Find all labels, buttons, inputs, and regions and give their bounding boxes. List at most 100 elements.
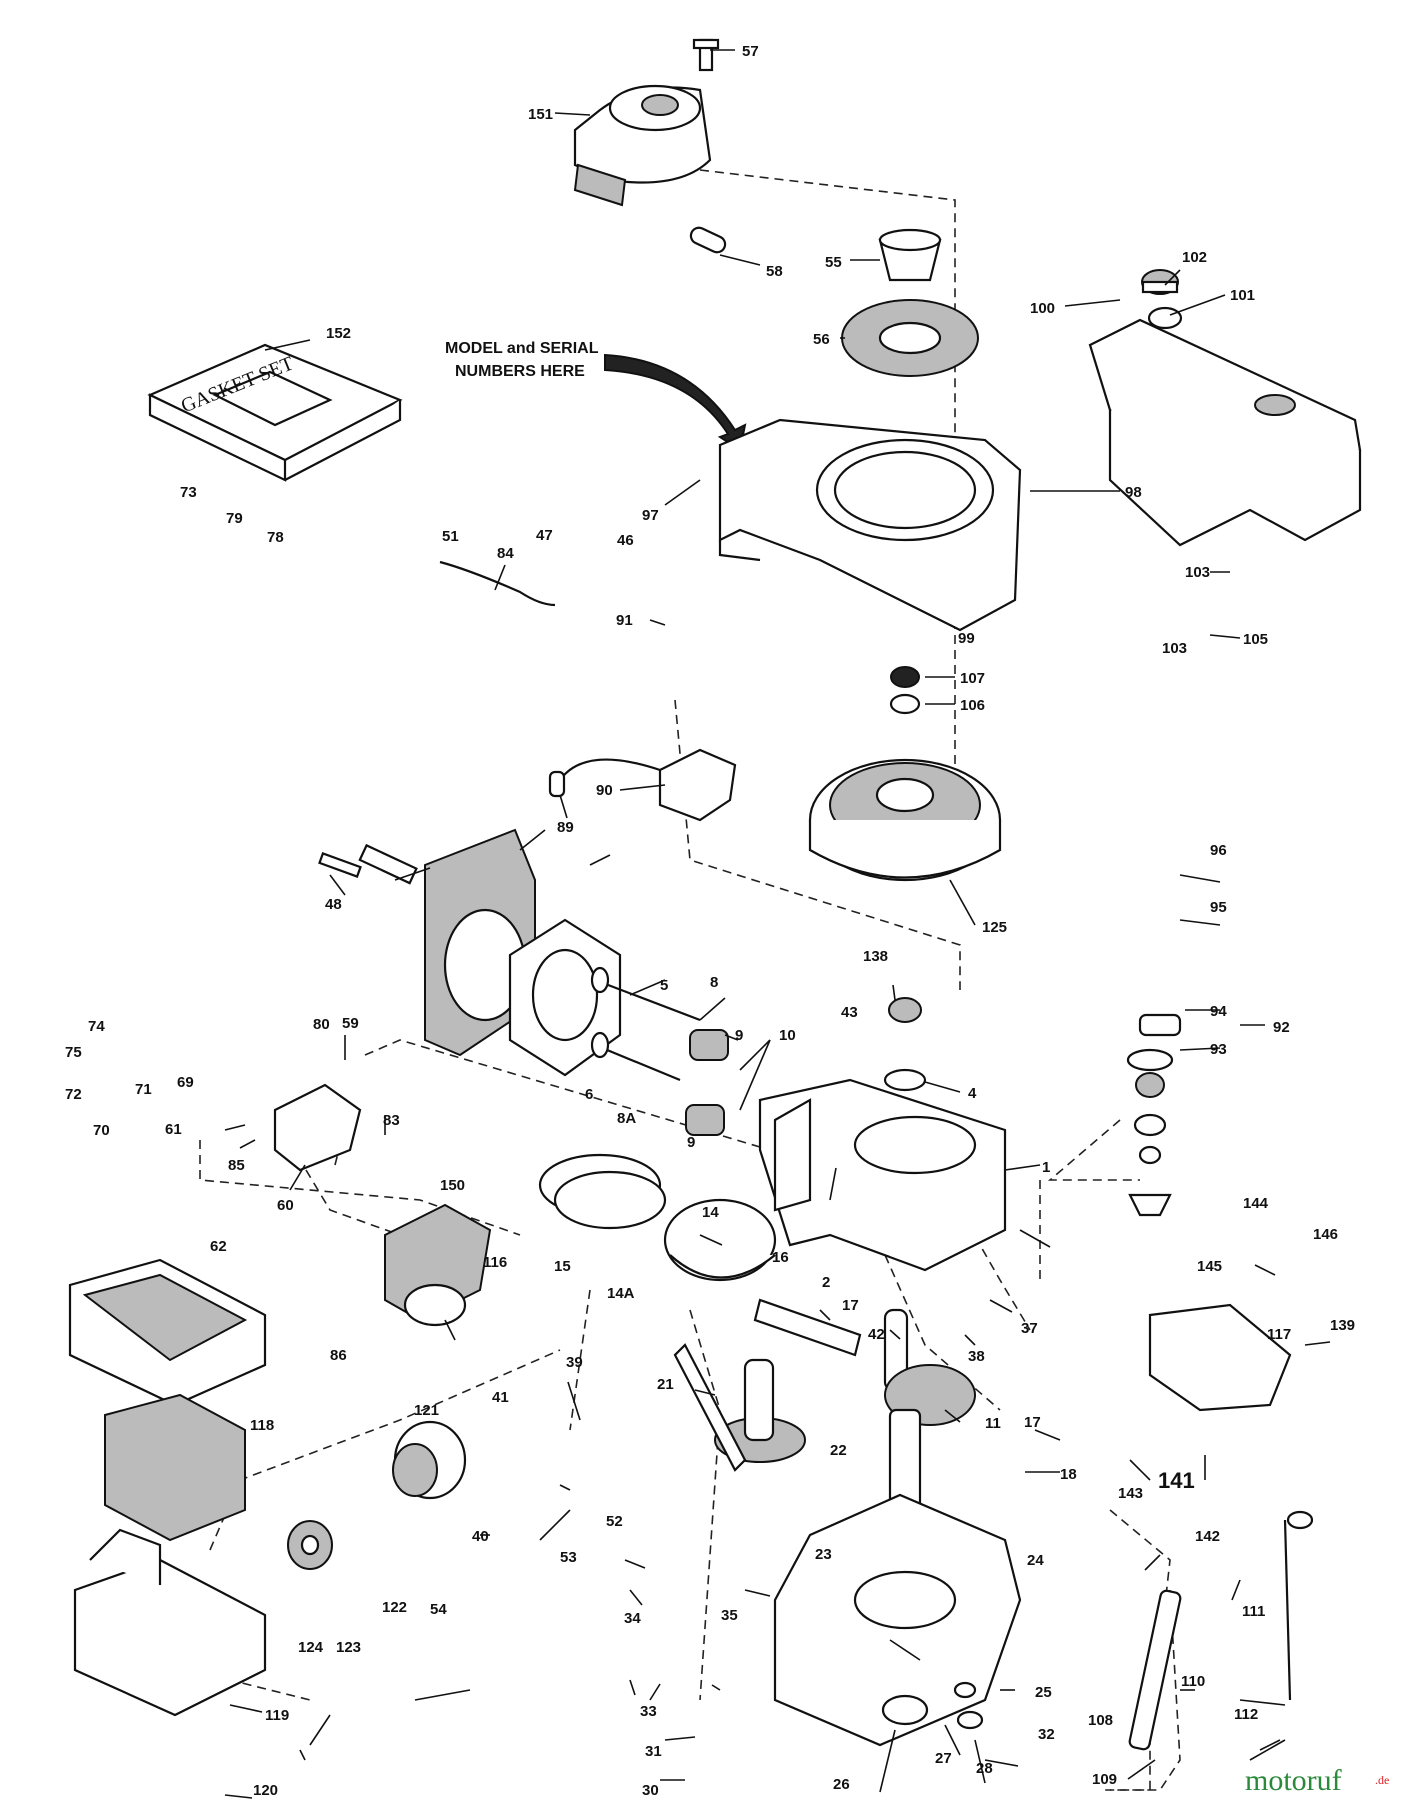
callout-48: 48 — [325, 896, 342, 913]
watermark: motoruf .de — [1245, 1764, 1389, 1797]
callout-5: 5 — [660, 977, 668, 994]
callout-10: 10 — [779, 1027, 796, 1044]
callout-125: 125 — [982, 919, 1007, 936]
callout-75: 75 — [65, 1044, 82, 1061]
callout-89: 89 — [557, 819, 574, 836]
callout-42: 42 — [868, 1326, 885, 1343]
callout-35: 35 — [721, 1607, 738, 1624]
callout-31: 31 — [645, 1743, 662, 1760]
plug-28 — [956, 1710, 984, 1730]
callout-144: 144 — [1243, 1195, 1269, 1212]
callout-24: 24 — [1027, 1552, 1044, 1569]
callout-78: 78 — [267, 529, 284, 546]
callout-17: 17 — [842, 1297, 859, 1314]
callout-16: 16 — [772, 1249, 789, 1266]
callout-28: 28 — [976, 1760, 993, 1777]
cylinder-head-47 — [424, 828, 536, 1057]
callout-71: 71 — [135, 1081, 152, 1098]
callout-56: 56 — [813, 331, 830, 348]
callout-90: 90 — [596, 782, 613, 799]
head-gasket-46 — [508, 918, 622, 1077]
callout-6: 6 — [585, 1086, 593, 1103]
callout-70: 70 — [93, 1122, 110, 1139]
nut-107 — [890, 666, 920, 688]
carburetor-150 — [384, 1203, 492, 1327]
callout-41: 41 — [492, 1389, 509, 1406]
callout-55: 55 — [825, 254, 842, 271]
callout-14: 14 — [702, 1204, 719, 1221]
callout-39: 39 — [566, 1354, 583, 1371]
callout-27: 27 — [935, 1750, 952, 1767]
air-cleaner-base-119 — [73, 1528, 267, 1717]
callout-4: 4 — [968, 1085, 977, 1102]
callout-8A: 8A — [617, 1110, 636, 1127]
callout-150: 150 — [440, 1177, 465, 1194]
primer-parts-92 — [1126, 1013, 1182, 1217]
callout-9: 9 — [687, 1134, 695, 1151]
callout-117: 117 — [1267, 1326, 1291, 1343]
blower-housing-98 — [718, 418, 1022, 632]
filter-element-118 — [104, 1393, 246, 1542]
callout-34: 34 — [624, 1610, 641, 1627]
sump-24 — [773, 1493, 1022, 1747]
seal-26 — [881, 1694, 929, 1726]
callout-142: 142 — [1195, 1528, 1220, 1545]
callout-151: 151 — [528, 106, 553, 123]
dipstick-tube-108 — [1128, 1589, 1182, 1751]
note-line-2: NUMBERS HERE — [455, 363, 585, 380]
bolt-57 — [692, 38, 720, 72]
callout-46: 46 — [617, 532, 634, 549]
callout-139: 139 — [1330, 1317, 1355, 1334]
valve-spring-9 — [689, 1029, 729, 1061]
callout-25: 25 — [1035, 1684, 1052, 1701]
control-bracket-141 — [1148, 1303, 1292, 1412]
callout-95: 95 — [1210, 899, 1227, 916]
callout-37: 37 — [1021, 1320, 1038, 1337]
callout-105: 105 — [1243, 631, 1268, 648]
cup-55 — [878, 228, 942, 282]
washer-27 — [953, 1681, 977, 1699]
callout-26: 26 — [833, 1776, 850, 1793]
callout-103: 103 — [1185, 564, 1210, 581]
piston-14A — [663, 1198, 777, 1282]
callout-11: 11 — [985, 1415, 1001, 1432]
callout-72: 72 — [65, 1086, 82, 1103]
bushing-138 — [888, 997, 922, 1023]
callout-103: 103 — [1162, 640, 1187, 657]
callout-51: 51 — [442, 528, 459, 545]
watermark-suffix: .de — [1375, 1773, 1389, 1787]
ignition-module-90 — [548, 748, 737, 822]
screen-56 — [841, 299, 979, 377]
callout-53: 53 — [560, 1549, 577, 1566]
serial-number-note: MODEL and SERIAL NUMBERS HERE — [445, 340, 599, 380]
cylinder-block-1 — [758, 1078, 1007, 1272]
flywheel-125 — [808, 758, 1002, 882]
spark-plug-51 — [358, 843, 418, 885]
callout-109: 109 — [1092, 1771, 1117, 1788]
callout-84: 84 — [497, 545, 514, 562]
callout-141: 141 — [1158, 1468, 1195, 1493]
callout-101: 101 — [1230, 287, 1255, 304]
valve-spring-9b — [685, 1104, 725, 1136]
callout-32: 32 — [1038, 1726, 1055, 1743]
callout-23: 23 — [815, 1546, 832, 1563]
callout-22: 22 — [830, 1442, 847, 1459]
callout-57: 57 — [742, 43, 759, 60]
piston-rings-15 — [538, 1153, 667, 1230]
callout-110: 110 — [1181, 1673, 1205, 1690]
callout-33: 33 — [640, 1703, 657, 1720]
leader-lines — [224, 49, 1331, 1799]
bolt-48 — [318, 852, 362, 878]
callout-47: 47 — [536, 527, 553, 544]
callout-99: 99 — [958, 630, 975, 647]
callout-121: 121 — [414, 1402, 439, 1419]
muffler-121 — [392, 1420, 467, 1500]
note-line-1: MODEL and SERIAL — [445, 340, 599, 357]
callout-145: 145 — [1197, 1258, 1222, 1275]
callout-73: 73 — [180, 484, 197, 501]
callout-52: 52 — [606, 1513, 623, 1530]
callout-69: 69 — [177, 1074, 194, 1091]
callout-112: 112 — [1234, 1706, 1258, 1723]
callout-14A: 14A — [607, 1285, 635, 1302]
pulley-123 — [287, 1520, 333, 1570]
